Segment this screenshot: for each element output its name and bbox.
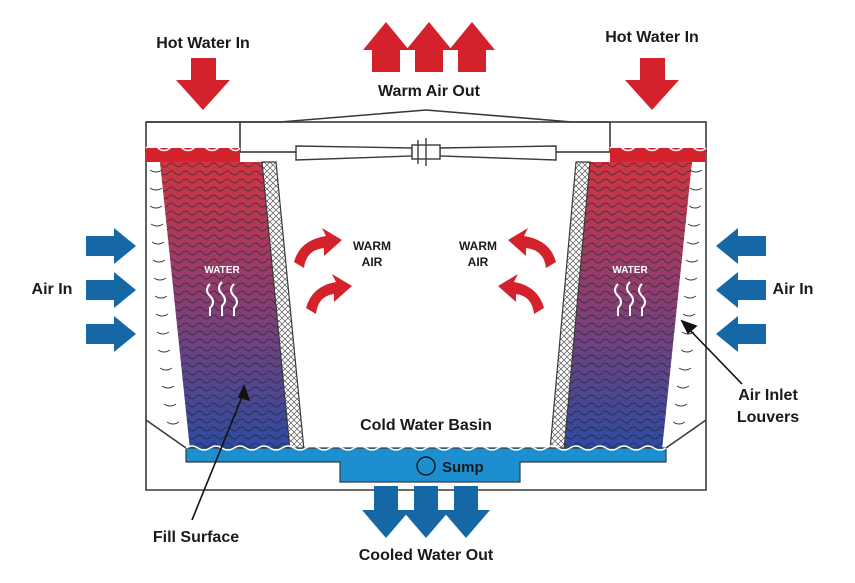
- label-sump: Sump: [442, 459, 484, 476]
- hot-water-arrow-right-icon: [625, 58, 679, 110]
- label-water-left: WATER: [204, 265, 240, 276]
- label-warm-air-right-2: AIR: [468, 255, 489, 269]
- label-air-in-right: Air In: [773, 281, 814, 298]
- label-warm-air-right-1: WARM: [459, 239, 497, 253]
- fill-pack-left: [160, 161, 305, 451]
- label-air-inlet-louvers-2: Louvers: [737, 409, 799, 426]
- warm-air-arrows-right-icon: [498, 228, 556, 314]
- warm-air-arrows-left-icon: [294, 228, 352, 314]
- air-in-arrows-left-icon: [86, 228, 136, 352]
- air-in-arrows-right-icon: [716, 228, 766, 352]
- label-hot-water-in-right: Hot Water In: [605, 29, 699, 46]
- label-warm-air-out: Warm Air Out: [378, 83, 481, 100]
- sump-icon: [416, 456, 436, 476]
- hot-water-tray-right: [610, 148, 706, 162]
- air-inlet-louvers-left: [149, 169, 180, 425]
- label-air-in-left: Air In: [32, 281, 73, 298]
- label-warm-air-left-1: WARM: [353, 239, 391, 253]
- fill-pack-right: [549, 161, 692, 451]
- pointer-lines: [191, 319, 743, 521]
- hot-water-tray-left: [146, 148, 240, 162]
- label-air-inlet-louvers-1: Air Inlet: [738, 387, 798, 404]
- water-flow-icon-left: [206, 281, 238, 316]
- label-water-right: WATER: [612, 265, 648, 276]
- label-hot-water-in-left: Hot Water In: [156, 35, 250, 52]
- hot-water-arrow-left-icon: [176, 58, 230, 110]
- label-cold-water-basin: Cold Water Basin: [360, 417, 492, 434]
- label-warm-air-left-2: AIR: [362, 255, 383, 269]
- warm-air-out-arrows-icon: [363, 22, 495, 72]
- fan-icon: [295, 138, 557, 166]
- cooled-water-out-arrows-icon: [362, 486, 490, 538]
- water-flow-icon-right: [614, 281, 646, 316]
- label-fill-surface: Fill Surface: [153, 529, 239, 546]
- label-cooled-water-out: Cooled Water Out: [359, 547, 494, 564]
